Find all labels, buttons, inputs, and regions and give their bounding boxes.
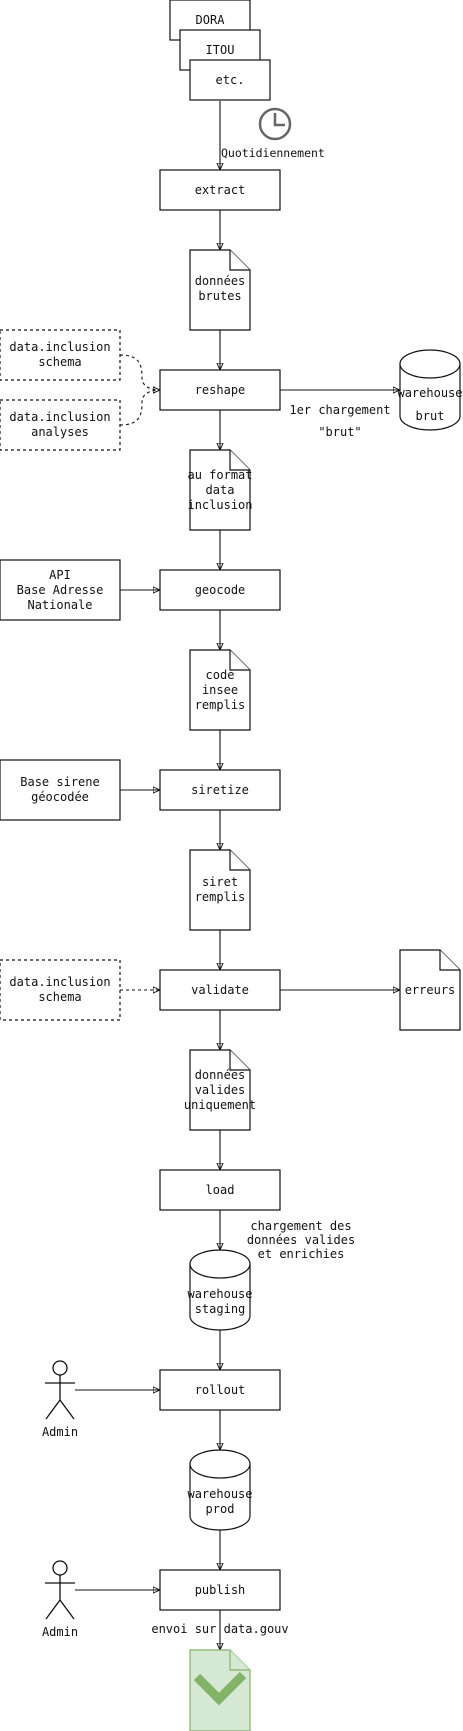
store-brut-line1: warehouse <box>397 386 462 400</box>
store-prod-line2: prod <box>206 1502 235 1516</box>
source-etc-label: etc. <box>216 73 245 87</box>
doc-insee-line2: insee <box>202 683 238 697</box>
doc-siret-line2: remplis <box>195 890 246 904</box>
doc-raw-line1: données <box>195 274 246 288</box>
step-extract-label: extract <box>195 183 246 197</box>
checkmark-document-icon <box>189 1649 251 1731</box>
step-publish[interactable]: publish <box>159 1569 281 1611</box>
step-publish-label: publish <box>195 1583 246 1597</box>
store-brut-line2: brut <box>416 409 445 423</box>
step-extract[interactable]: extract <box>159 169 281 211</box>
doc-formatted-line3: inclusion <box>187 498 252 512</box>
step-reshape[interactable]: reshape <box>159 369 281 411</box>
doc-errors-label: erreurs <box>405 983 456 997</box>
doc-insee-line3: remplis <box>195 698 246 712</box>
doc-raw-line2: brutes <box>198 289 241 303</box>
input-schema-reshape-line2: schema <box>38 355 81 369</box>
input-schema-reshape[interactable]: data.inclusion schema <box>0 329 121 381</box>
doc-valid-data[interactable]: données valides uniquement <box>184 1049 256 1131</box>
doc-insee-line1: code <box>206 668 235 682</box>
actor-admin-publish-label: Admin <box>42 1625 78 1639</box>
step-siretize-label: siretize <box>191 783 249 797</box>
doc-formatted[interactable]: au format data inclusion <box>187 449 253 531</box>
source-itou-label: ITOU <box>206 43 235 57</box>
input-ban-line1: API <box>49 568 71 582</box>
step-geocode[interactable]: geocode <box>159 569 281 611</box>
note-first-load-line1: 1er chargement <box>289 403 390 417</box>
store-warehouse-brut[interactable]: warehouse brut <box>397 349 463 431</box>
step-geocode-label: geocode <box>195 583 246 597</box>
source-dora-label: DORA <box>196 13 226 27</box>
doc-siret[interactable]: siret remplis <box>189 849 251 931</box>
doc-valid-line2: valides <box>195 1083 246 1097</box>
doc-raw-data[interactable]: données brutes <box>189 249 251 331</box>
step-rollout[interactable]: rollout <box>159 1369 281 1411</box>
actor-admin-publish[interactable]: Admin <box>42 1560 78 1639</box>
store-warehouse-staging[interactable]: warehouse staging <box>187 1249 253 1331</box>
input-analyses[interactable]: data.inclusion analyses <box>0 399 121 451</box>
store-prod-line1: warehouse <box>187 1487 252 1501</box>
note-publish: envoi sur data.gouv <box>151 1622 288 1636</box>
actor-admin-rollout[interactable]: Admin <box>42 1360 78 1439</box>
edges <box>75 101 400 1650</box>
input-analyses-line2: analyses <box>31 425 89 439</box>
step-load[interactable]: load <box>159 1169 281 1211</box>
note-load-line1: chargement des <box>250 1219 351 1233</box>
source-etc[interactable]: etc. <box>189 59 271 101</box>
step-reshape-label: reshape <box>195 383 246 397</box>
step-siretize[interactable]: siretize <box>159 769 281 811</box>
actor-admin-rollout-label: Admin <box>42 1425 78 1439</box>
edge-analyses-to-reshape <box>119 390 160 426</box>
step-validate-label: validate <box>191 983 249 997</box>
doc-siret-line1: siret <box>202 875 238 889</box>
doc-formatted-line1: au format <box>187 468 252 482</box>
input-sirene-line1: Base sirene <box>20 775 99 789</box>
step-rollout-label: rollout <box>195 1383 246 1397</box>
note-load-line2: données valides <box>247 1233 355 1247</box>
schedule-label: Quotidiennement <box>221 146 325 160</box>
input-analyses-line1: data.inclusion <box>9 410 110 424</box>
note-load-line3: et enrichies <box>258 1247 345 1261</box>
doc-formatted-line2: data <box>206 483 235 497</box>
store-warehouse-prod[interactable]: warehouse prod <box>187 1449 253 1531</box>
input-ban-line2: Base Adresse <box>17 583 104 597</box>
input-sirene[interactable]: Base sirene géocodée <box>0 759 121 821</box>
step-load-label: load <box>206 1183 235 1197</box>
input-schema-reshape-line1: data.inclusion <box>9 340 110 354</box>
input-sirene-line2: géocodée <box>31 790 89 804</box>
step-validate[interactable]: validate <box>159 969 281 1011</box>
note-first-load-line2: "brut" <box>318 425 361 439</box>
input-ban[interactable]: API Base Adresse Nationale <box>0 559 121 621</box>
input-schema-validate-line2: schema <box>38 990 81 1004</box>
input-schema-validate[interactable]: data.inclusion schema <box>0 959 121 1021</box>
doc-valid-line3: uniquement <box>184 1098 256 1112</box>
doc-insee[interactable]: code insee remplis <box>189 649 251 731</box>
input-schema-validate-line1: data.inclusion <box>9 975 110 989</box>
store-staging-line2: staging <box>195 1302 246 1316</box>
doc-errors[interactable]: erreurs <box>399 949 461 1031</box>
clock-icon <box>258 107 292 141</box>
edge-schema-to-reshape <box>119 354 160 390</box>
store-staging-line1: warehouse <box>187 1287 252 1301</box>
input-ban-line3: Nationale <box>27 598 92 612</box>
doc-valid-line1: données <box>195 1068 246 1082</box>
